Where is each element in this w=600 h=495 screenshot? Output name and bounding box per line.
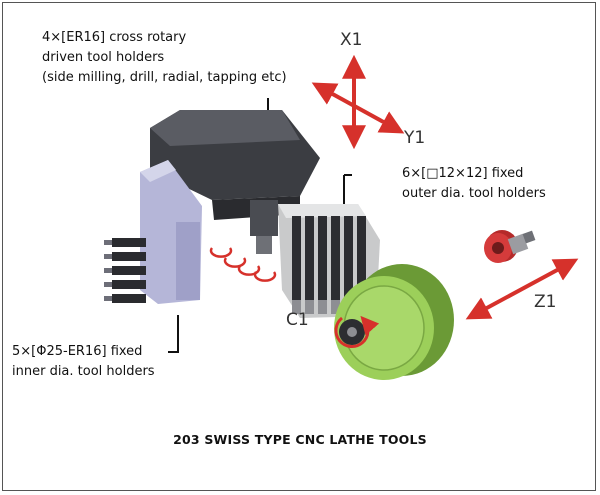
label-rotary-line1: 4×[ER16] cross rotary bbox=[42, 30, 187, 45]
c1-spindle bbox=[334, 264, 454, 380]
label-inner-line1: 5×[Φ25-ER16] fixed bbox=[12, 344, 143, 359]
rotation-arrows bbox=[209, 247, 277, 282]
collet-icon bbox=[484, 230, 536, 263]
axis-label-z1: Z1 bbox=[534, 292, 557, 312]
label-rotary-line2: driven tool holders bbox=[42, 50, 165, 65]
rotary-head-housing bbox=[150, 110, 320, 254]
xy-axis-arrows bbox=[311, 54, 405, 150]
label-outer-line2: outer dia. tool holders bbox=[402, 186, 546, 201]
y1-arrow bbox=[311, 82, 405, 134]
label-rotary-line3: (side milling, drill, radial, tapping et… bbox=[42, 70, 287, 85]
label-outer-line1: 6×[□12×12] fixed bbox=[402, 166, 524, 181]
axis-label-c1: C1 bbox=[286, 310, 309, 330]
diagram-caption: 203 SWISS TYPE CNC LATHE TOOLS bbox=[173, 432, 427, 447]
axis-label-x1: X1 bbox=[340, 30, 363, 50]
axis-label-y1: Y1 bbox=[404, 128, 426, 148]
label-inner-line2: inner dia. tool holders bbox=[12, 364, 155, 379]
inner-holder-bracket bbox=[104, 160, 202, 304]
leader-inner bbox=[168, 315, 179, 353]
z1-arrow bbox=[465, 258, 579, 320]
